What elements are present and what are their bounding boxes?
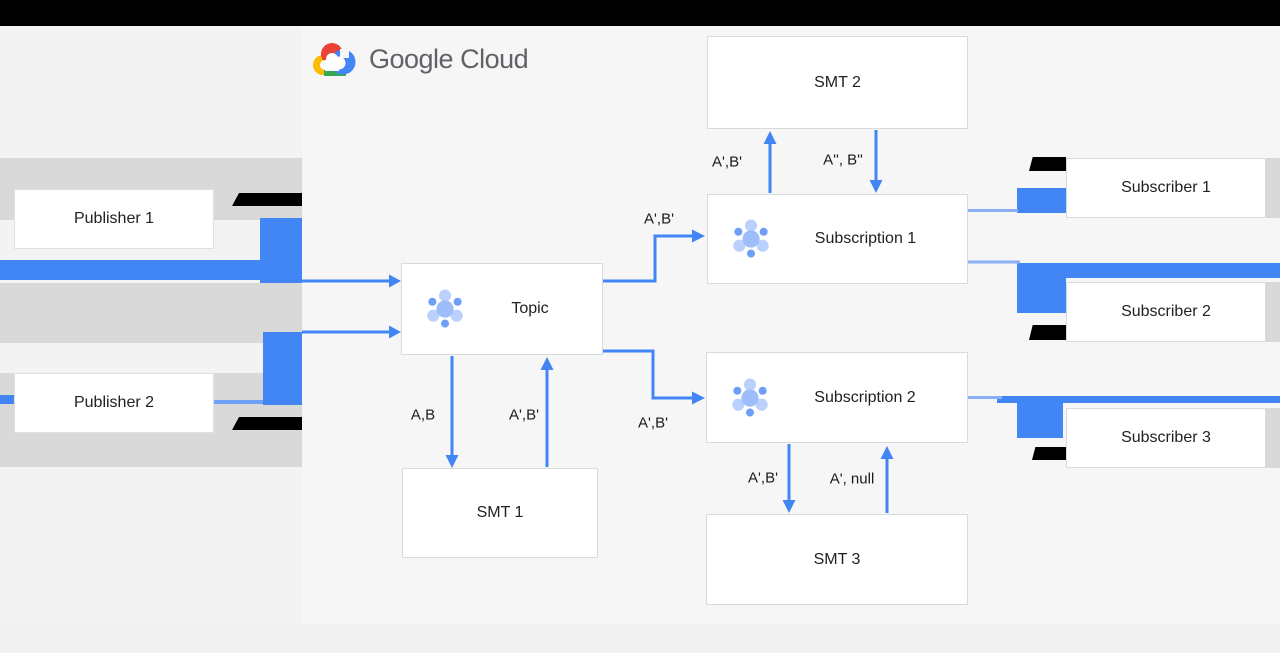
edge-label-topic-subscription1: A',B' bbox=[644, 210, 674, 228]
node-publisher-1: Publisher 1 bbox=[14, 189, 214, 249]
node-smt-3: SMT 3 bbox=[706, 514, 968, 605]
decor-black-bar bbox=[232, 417, 302, 430]
decor-gray-band bbox=[0, 283, 302, 343]
decor-black-bar bbox=[232, 193, 302, 206]
edge-publisher2-to-topic bbox=[302, 325, 401, 339]
decor-blue-blob bbox=[1017, 276, 1066, 313]
edge-publisher1-to-topic bbox=[302, 274, 401, 288]
pubsub-subscription-icon bbox=[728, 216, 774, 262]
decor-blue-connector bbox=[214, 400, 263, 404]
decor-blue-strip bbox=[0, 395, 14, 404]
node-publisher-2: Publisher 2 bbox=[14, 373, 214, 433]
edge-topic-to-subscription1 bbox=[603, 229, 705, 283]
edge-subscription1-to-smt2 bbox=[763, 131, 777, 193]
google-cloud-logo-icon bbox=[313, 43, 356, 76]
edge-smt3-to-subscription2 bbox=[880, 446, 894, 513]
edge-label-smt1-topic: A',B' bbox=[509, 406, 539, 424]
node-subscriber-2: Subscriber 2 bbox=[1066, 282, 1266, 342]
edge-label-subscription1-smt2: A',B' bbox=[712, 153, 742, 171]
pubsub-topic-icon bbox=[422, 286, 468, 332]
pubsub-subscription-icon bbox=[727, 375, 773, 421]
edge-label-subscription2-smt3: A',B' bbox=[748, 469, 778, 487]
decor-black-bar bbox=[1029, 325, 1066, 340]
node-topic: Topic bbox=[401, 263, 603, 355]
node-label: Subscription 2 bbox=[814, 388, 916, 406]
node-subscription-1: Subscription 1 bbox=[707, 194, 968, 284]
node-label: Subscription 1 bbox=[814, 230, 917, 247]
node-subscription-2: Subscription 2 bbox=[706, 352, 968, 443]
edge-label-smt2-subscription1: A'', B'' bbox=[823, 151, 863, 169]
edge-label-topic-subscription2: A',B' bbox=[638, 414, 668, 432]
node-subscriber-3: Subscriber 3 bbox=[1066, 408, 1266, 468]
node-subscriber-1: Subscriber 1 bbox=[1066, 158, 1266, 218]
top-black-bar bbox=[0, 0, 1280, 26]
node-label: Publisher 1 bbox=[73, 210, 155, 227]
node-smt-2: SMT 2 bbox=[707, 36, 968, 129]
node-label: Subscriber 3 bbox=[1121, 429, 1211, 446]
node-label: Topic bbox=[511, 300, 549, 317]
decor-blue-band bbox=[1017, 263, 1280, 278]
node-label: Publisher 2 bbox=[73, 394, 155, 411]
decor-black-bar bbox=[1029, 157, 1066, 171]
node-label: SMT 3 bbox=[813, 550, 861, 568]
node-smt-1: SMT 1 bbox=[402, 468, 598, 558]
edge-subscription2-to-smt3 bbox=[782, 444, 796, 513]
decor-blue-rect bbox=[260, 218, 302, 283]
google-cloud-logo: Google Cloud bbox=[310, 40, 529, 78]
bottom-strip bbox=[0, 624, 1280, 653]
node-label: SMT 1 bbox=[476, 504, 524, 521]
decor-blue-band bbox=[0, 260, 302, 280]
decor-blue-band bbox=[997, 396, 1280, 403]
decor-gray-strip bbox=[1266, 158, 1280, 218]
edge-label-topic-smt1: A,B bbox=[410, 406, 436, 424]
decor-gray-strip bbox=[1266, 282, 1280, 342]
decor-blue-blob bbox=[1017, 398, 1063, 438]
google-cloud-logo-text: Google Cloud bbox=[369, 43, 529, 74]
node-label: Subscriber 1 bbox=[1121, 179, 1211, 196]
edge-smt1-to-topic bbox=[540, 357, 554, 467]
decor-blue-rect bbox=[263, 332, 302, 405]
edge-topic-to-smt1 bbox=[445, 356, 459, 468]
decor-gray-strip bbox=[1266, 408, 1280, 468]
edge-topic-to-subscription2 bbox=[603, 349, 705, 405]
node-label: SMT 2 bbox=[814, 73, 861, 91]
edge-smt2-to-subscription1 bbox=[869, 130, 883, 193]
decor-black-bar bbox=[1032, 447, 1066, 460]
edge-label-smt3-subscription2: A', null bbox=[829, 470, 875, 488]
node-label: Subscriber 2 bbox=[1121, 303, 1211, 320]
decor-blue-blob bbox=[1017, 188, 1066, 213]
